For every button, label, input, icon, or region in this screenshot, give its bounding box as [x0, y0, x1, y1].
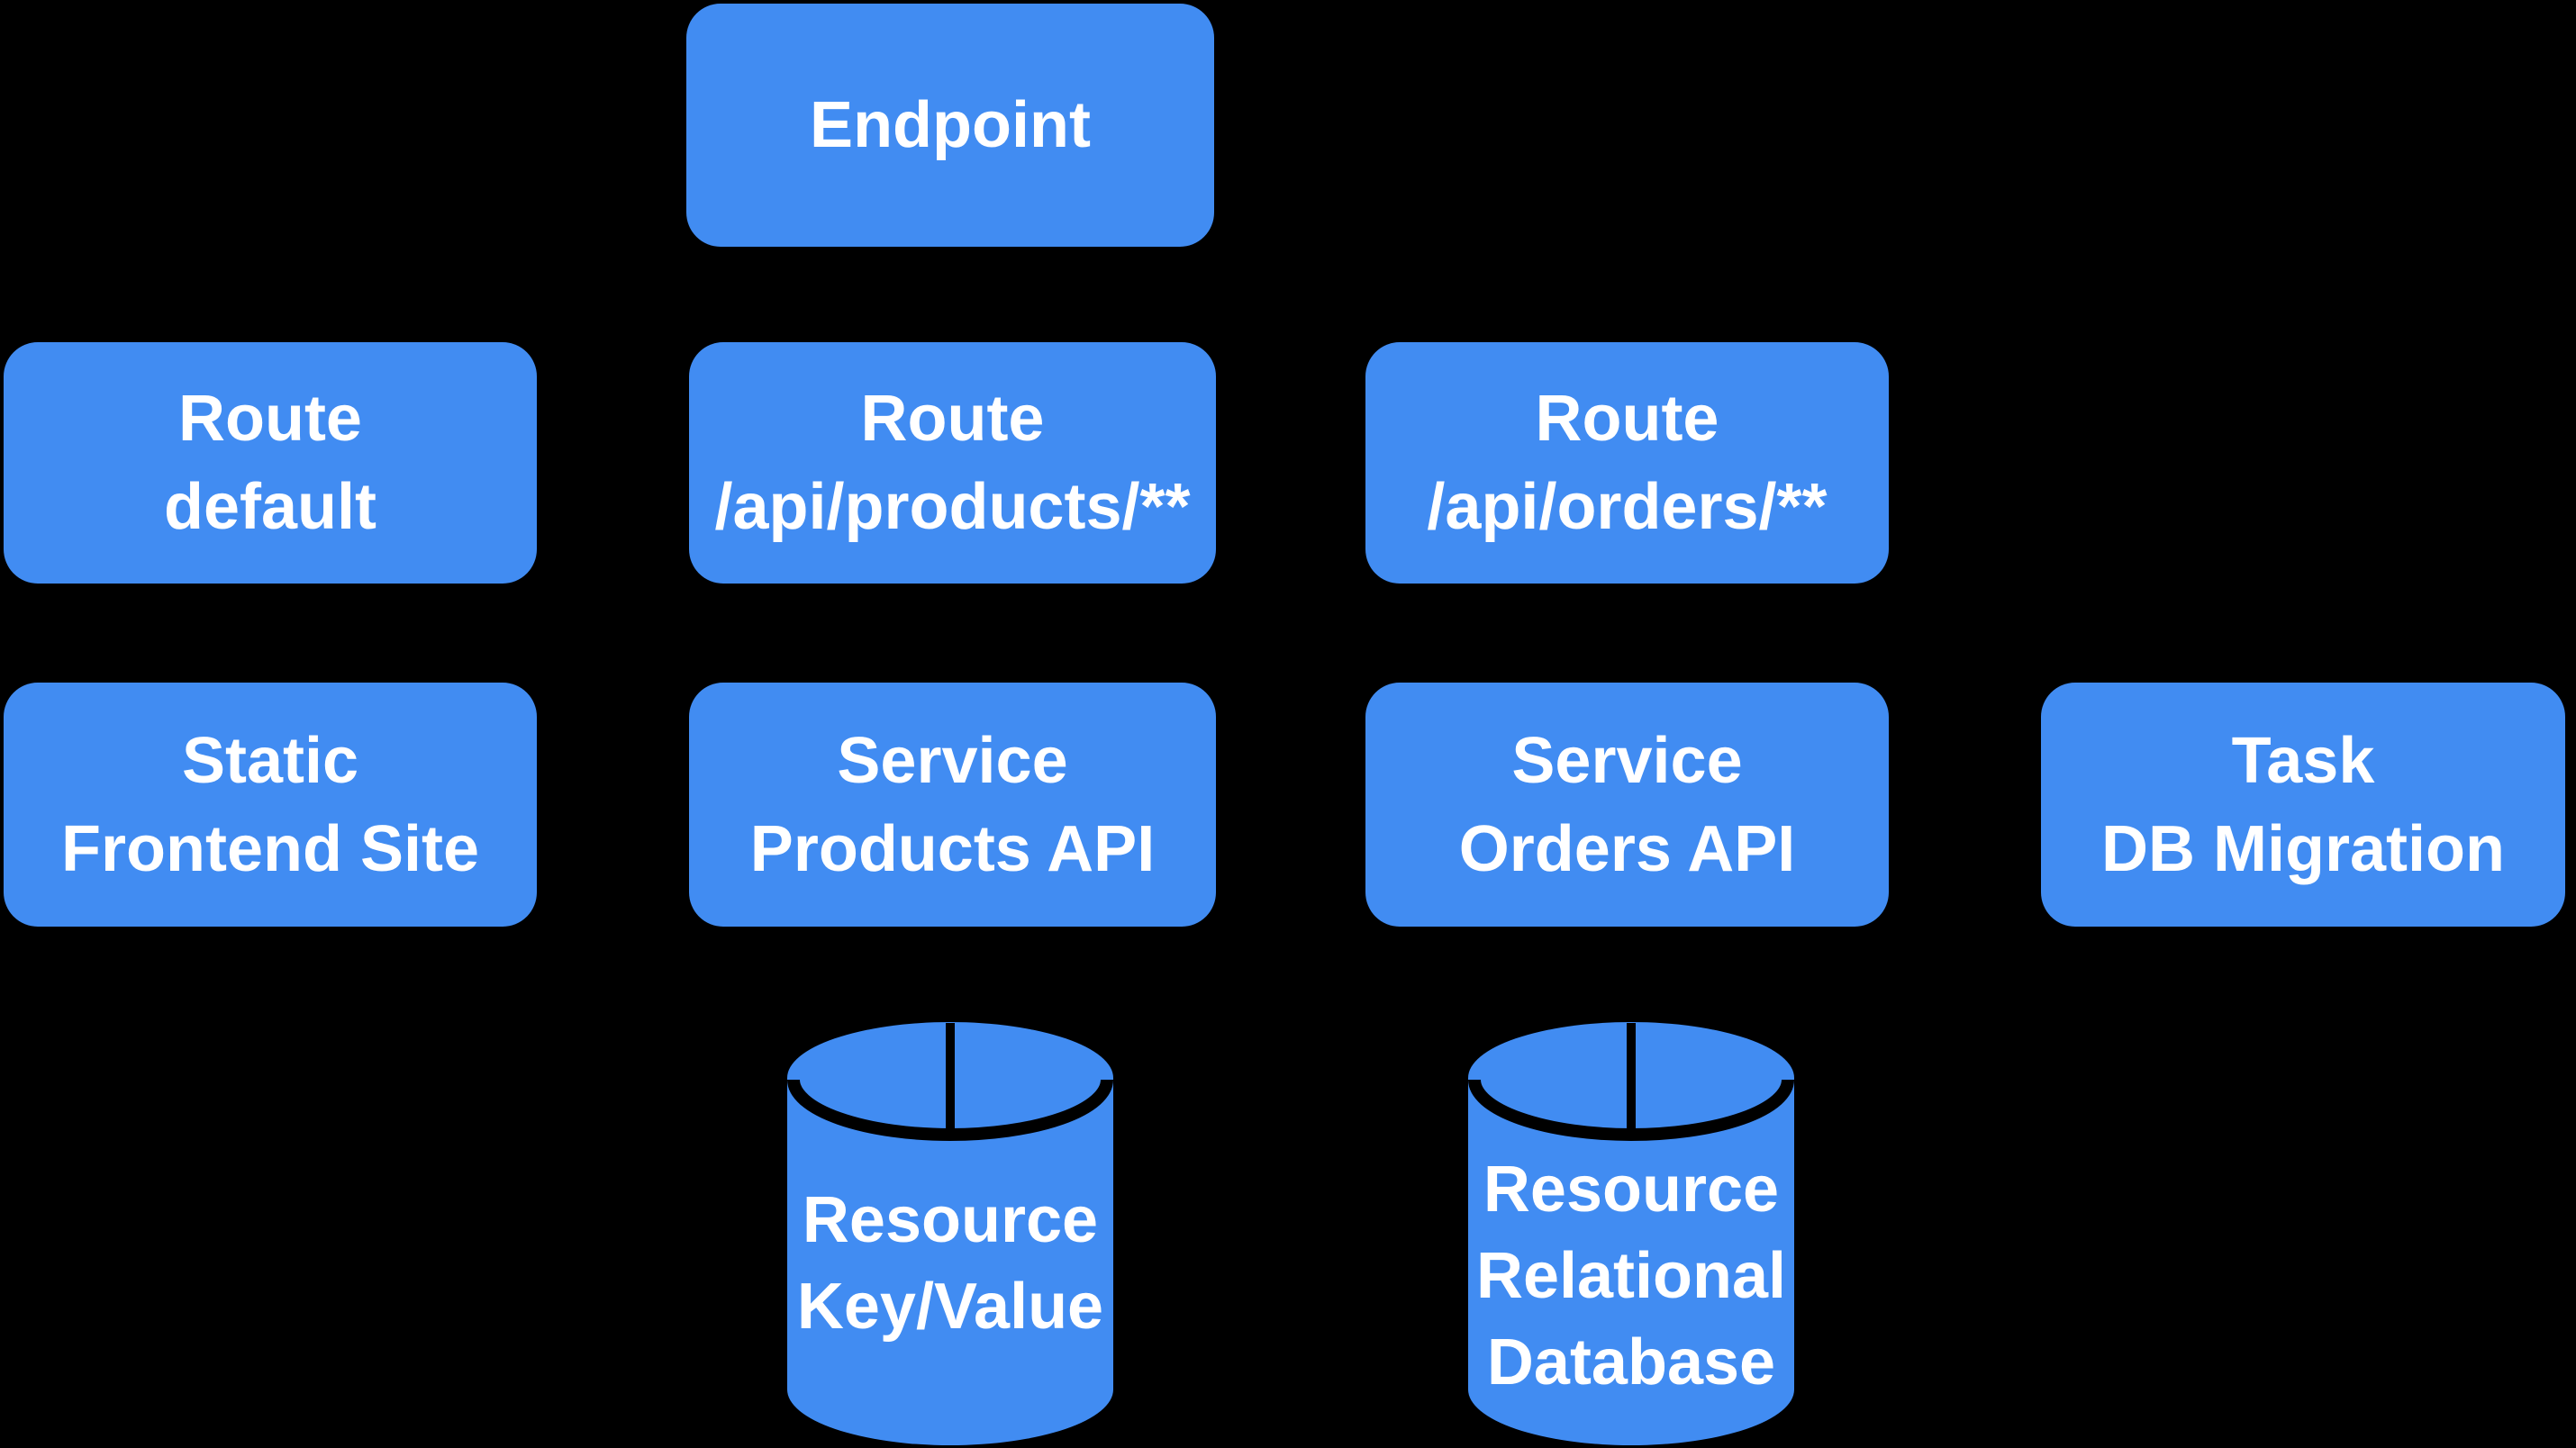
- node-label-line: Endpoint: [810, 89, 1091, 161]
- node-label-line: Relational: [1475, 1240, 1787, 1312]
- node-label-line: Products API: [749, 812, 1156, 885]
- node-label-line: Route: [860, 383, 1045, 455]
- node-label-line: Route: [178, 383, 362, 455]
- node-endpoint: Endpoint: [686, 4, 1214, 247]
- node-service-orders-api: Service Orders API: [1365, 683, 1889, 927]
- node-label-line: default: [163, 471, 376, 543]
- node-label: Static Frontend Site: [61, 717, 479, 893]
- node-task-db-migration: Task DB Migration: [2041, 683, 2565, 927]
- node-label-line: Key/Value: [796, 1271, 1104, 1343]
- node-label-line: Database: [1486, 1326, 1776, 1398]
- node-resource-keyvalue: Resource Key/Value: [787, 1022, 1113, 1445]
- database-cylinder-icon: [1468, 1022, 1794, 1445]
- node-resource-relational-database: Resource Relational Database: [1468, 1022, 1794, 1445]
- node-label-line: Resource: [1483, 1154, 1780, 1226]
- node-label: Service Orders API: [1459, 717, 1795, 893]
- node-label-line: /api/orders/**: [1427, 471, 1828, 543]
- node-label: Resource Relational Database: [1468, 1146, 1794, 1406]
- node-label-line: /api/products/**: [714, 471, 1191, 543]
- node-label: Route default: [164, 375, 376, 551]
- node-label-line: Route: [1535, 383, 1719, 455]
- node-label: Resource Key/Value: [787, 1177, 1113, 1350]
- database-cylinder-icon: [787, 1022, 1113, 1445]
- node-label: Task DB Migration: [2101, 717, 2505, 893]
- node-label-line: Orders API: [1458, 812, 1796, 885]
- node-label-line: Service: [1511, 724, 1743, 797]
- node-route-api-orders: Route /api/orders/**: [1365, 342, 1889, 584]
- node-label: Service Products API: [750, 717, 1155, 893]
- node-label-line: DB Migration: [2101, 812, 2505, 885]
- node-service-products-api: Service Products API: [689, 683, 1216, 927]
- node-label-line: Frontend Site: [61, 812, 479, 885]
- node-static-frontend-site: Static Frontend Site: [4, 683, 537, 927]
- node-label: Endpoint: [810, 81, 1091, 169]
- node-label: Route /api/orders/**: [1427, 375, 1827, 551]
- node-label-line: Service: [837, 724, 1068, 797]
- node-label-line: Resource: [802, 1184, 1099, 1256]
- node-label-line: Task: [2231, 724, 2375, 797]
- node-label-line: Static: [181, 724, 359, 797]
- node-route-default: Route default: [4, 342, 537, 584]
- node-label: Route /api/products/**: [714, 375, 1190, 551]
- node-route-api-products: Route /api/products/**: [689, 342, 1216, 584]
